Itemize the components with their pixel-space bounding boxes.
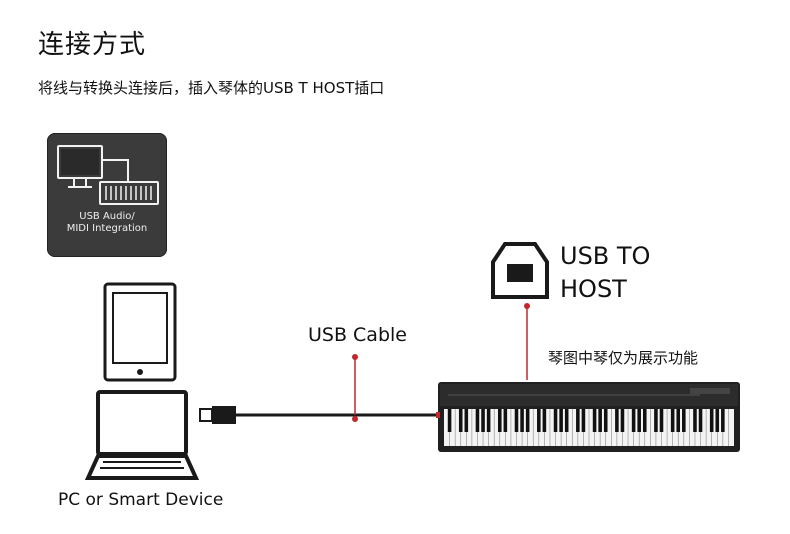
host-label-line-2: HOST [560,275,627,303]
tablet-icon [103,282,177,382]
black-key [721,409,725,432]
black-key [659,409,664,432]
page-title: 连接方式 [38,30,147,60]
black-key [481,409,485,432]
computer-keyboard-icon [57,145,159,205]
black-key [503,409,508,432]
host-label-line-1: USB TO [560,242,651,270]
black-key [486,409,491,432]
black-key [709,409,714,432]
black-key [615,409,619,432]
black-key [576,409,580,432]
usb-plug-icon [199,406,236,424]
black-key [654,409,658,432]
black-key [642,409,647,432]
black-key [631,409,636,432]
black-key [620,409,625,432]
usb-to-host-label: USB TO HOST [560,240,650,306]
black-key [520,409,524,432]
black-key [670,409,675,432]
black-key [559,409,563,432]
black-key [564,409,569,432]
black-key [447,409,452,432]
black-key [603,409,608,432]
badge-line-1: USB Audio/ [79,211,135,222]
device-label: PC or Smart Device [58,490,224,510]
black-key [637,409,641,432]
black-key [581,409,586,432]
cable-callout-dot-bottom [352,416,358,422]
digital-piano-icon [436,382,740,452]
laptop-icon [84,390,200,480]
black-key [464,409,469,432]
black-key [676,409,681,432]
host-callout-dot [524,303,530,309]
black-key [537,409,541,432]
cable-callout-dot-top [352,354,358,360]
black-key [542,409,547,432]
black-key [553,409,558,432]
black-key [458,409,463,432]
usb-b-port-icon [491,242,549,299]
black-key [592,409,597,432]
piano-note-label: 琴图中琴仅为展示功能 [548,349,699,367]
badge-caption: USB Audio/ MIDI Integration [47,211,167,235]
black-key [525,409,530,432]
black-key [598,409,602,432]
cable-label: USB Cable [308,324,407,346]
black-key [682,409,686,432]
black-key [497,409,502,432]
black-key [514,409,519,432]
badge-line-2: MIDI Integration [66,223,148,234]
black-key [698,409,703,432]
page-subtitle: 将线与转换头连接后，插入琴体的USB T HOST插口 [38,79,385,97]
black-key [715,409,720,432]
black-key [475,409,480,432]
black-key [693,409,697,432]
